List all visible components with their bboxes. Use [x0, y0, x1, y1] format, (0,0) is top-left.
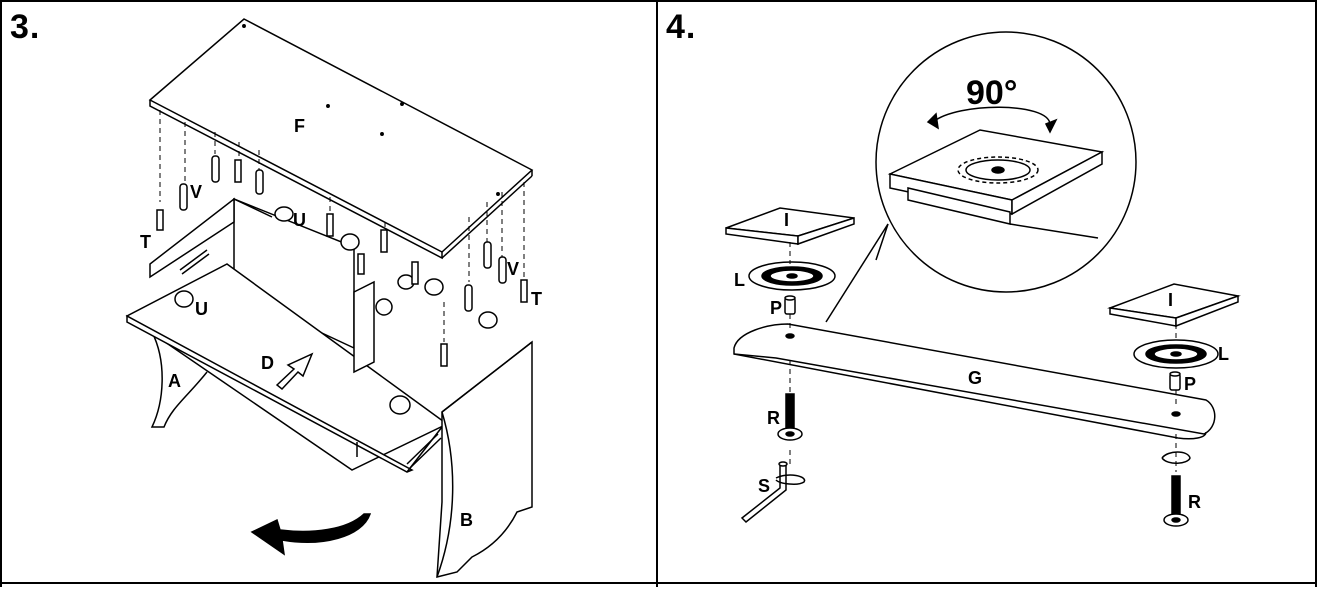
pad-right — [1107, 283, 1241, 328]
step-number: 4. — [666, 8, 697, 46]
label-peg-right: P — [1184, 374, 1196, 394]
desk-surface — [125, 263, 449, 473]
label-leveler-left: L — [734, 270, 745, 290]
leveler-right — [1133, 339, 1219, 369]
drawer-slide-left — [179, 249, 210, 275]
label-cam-bolt-right: T — [531, 289, 542, 309]
label-hex-key: S — [758, 476, 770, 496]
label-screw-right: R — [1188, 492, 1201, 512]
step-4-illustration: 90° I I L L P P G R R S — [725, 31, 1241, 527]
label-screw-left: R — [767, 408, 780, 428]
label-top-panel: F — [294, 116, 305, 136]
cam-lock-parts — [174, 206, 498, 415]
label-foot-bar: G — [968, 368, 982, 388]
label-cam-lock: U — [293, 210, 306, 230]
label-right-side: B — [460, 510, 473, 530]
label-pad-left: I — [784, 210, 789, 230]
detail-magnifier — [825, 31, 1137, 323]
middle-divider — [353, 280, 375, 374]
right-side-panel-b — [436, 340, 533, 578]
left-side-panel-a — [149, 197, 235, 428]
step-number: 3. — [10, 8, 41, 46]
leveler-left — [748, 261, 836, 291]
step-4-panel: 4. — [656, 0, 1317, 587]
label-dowel: V — [190, 182, 202, 202]
alignment-lines — [789, 242, 1177, 472]
assembly-guide-lines — [159, 110, 525, 342]
peg-right — [1169, 371, 1181, 391]
screw-right — [1161, 451, 1191, 527]
label-cam-lock-left: U — [195, 299, 208, 319]
peg-left — [784, 295, 796, 315]
screw-left — [777, 393, 803, 441]
hex-key — [740, 461, 806, 524]
pad-left — [725, 207, 855, 246]
label-rotation: 90° — [966, 74, 1017, 112]
rotate-arrow — [250, 513, 372, 556]
cam-bolts — [156, 159, 528, 367]
label-left-side: A — [168, 371, 181, 391]
step-3-illustration: F V T U U V T D A B — [125, 18, 542, 578]
label-leveler-right: L — [1218, 344, 1229, 364]
label-peg-left: P — [770, 298, 782, 318]
direction-arrow — [275, 352, 314, 391]
label-dowel-right: V — [507, 259, 519, 279]
dowels — [179, 155, 507, 312]
top-panel-f — [148, 18, 534, 260]
label-arrow-part: D — [261, 353, 274, 373]
bottom-rule — [0, 582, 1317, 584]
label-pad-right: I — [1168, 290, 1173, 310]
foot-bar — [733, 323, 1216, 440]
drawer-slide-right — [406, 433, 442, 469]
step-3-panel: 3. — [0, 0, 658, 587]
label-cam-bolt: T — [140, 232, 151, 252]
